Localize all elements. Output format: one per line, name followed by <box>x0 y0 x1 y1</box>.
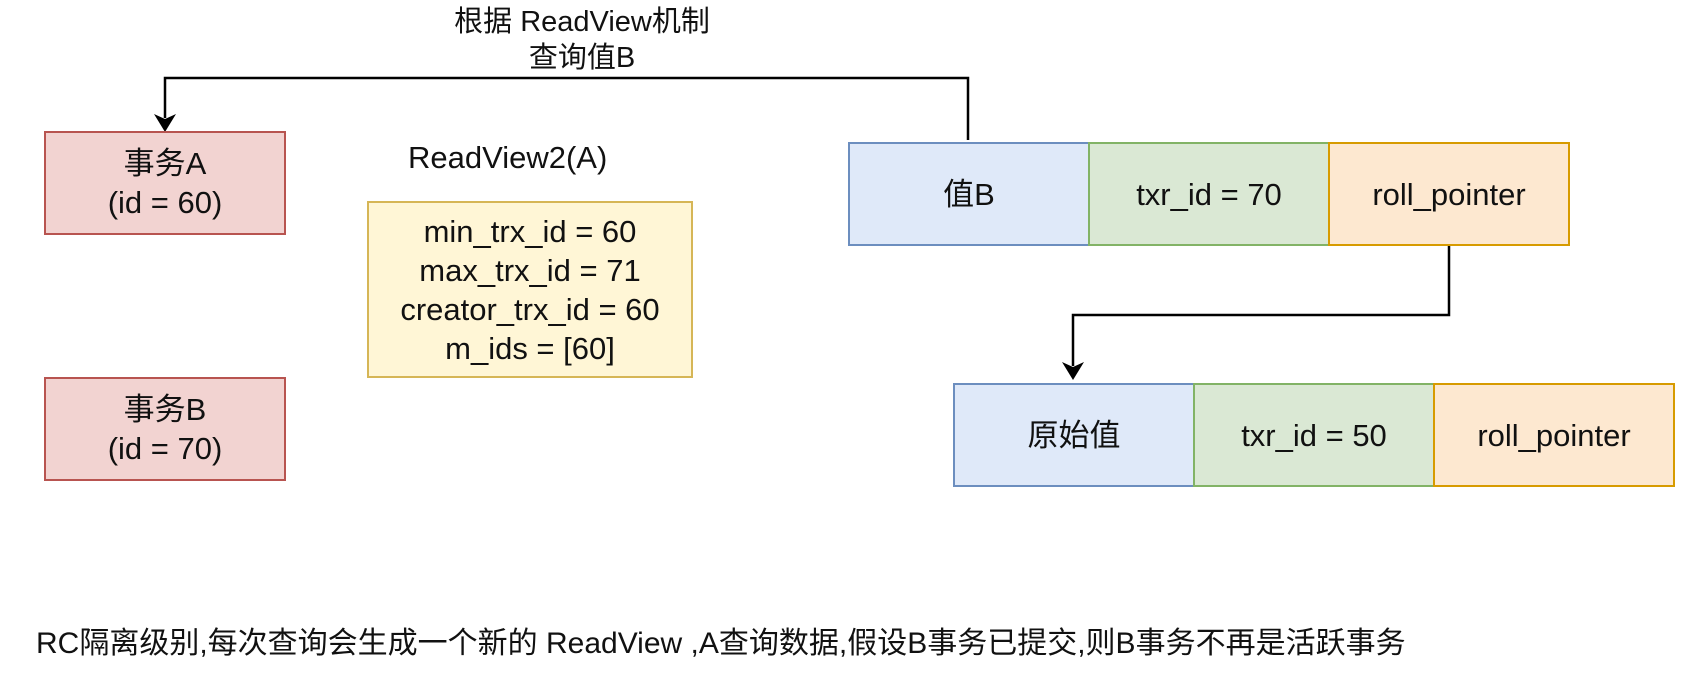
readview-title: ReadView2(A) <box>408 140 608 175</box>
query-label: 根据 ReadView机制 查询值B <box>442 4 722 76</box>
query-arrow <box>154 76 970 140</box>
readview-min-trx-id: min_trx_id = 60 <box>423 213 637 249</box>
roll-pointer-arrow <box>1062 244 1451 380</box>
readview-m-ids: m_ids = [60] <box>445 330 615 366</box>
query-label-line2: 查询值B <box>528 42 636 74</box>
caption: RC隔离级别,每次查询会生成一个新的 ReadView ,A查询数据,假设B事务… <box>36 627 1406 660</box>
readview-creator-trx-id: creator_trx_id = 60 <box>400 291 660 327</box>
transaction-a-id: (id = 60) <box>107 185 223 220</box>
readview-box: min_trx_id = 60 max_trx_id = 71 creator_… <box>367 201 693 378</box>
record-original-value: 原始值 <box>953 383 1195 487</box>
record-original-trx-id: txr_id = 50 <box>1193 383 1435 487</box>
transaction-b-name: 事务B <box>123 392 207 427</box>
readview-max-trx-id: max_trx_id = 71 <box>419 252 641 288</box>
transaction-b-box: 事务B (id = 70) <box>44 377 286 481</box>
transaction-b-id: (id = 70) <box>107 431 223 466</box>
record-current-value: 值B <box>848 142 1090 246</box>
record-current-roll-pointer: roll_pointer <box>1328 142 1570 246</box>
record-current-trx-id: txr_id = 70 <box>1088 142 1330 246</box>
transaction-a-box: 事务A (id = 60) <box>44 131 286 235</box>
query-label-line1: 根据 ReadView机制 <box>454 6 710 38</box>
transaction-a-name: 事务A <box>123 146 207 181</box>
record-original-roll-pointer: roll_pointer <box>1433 383 1675 487</box>
